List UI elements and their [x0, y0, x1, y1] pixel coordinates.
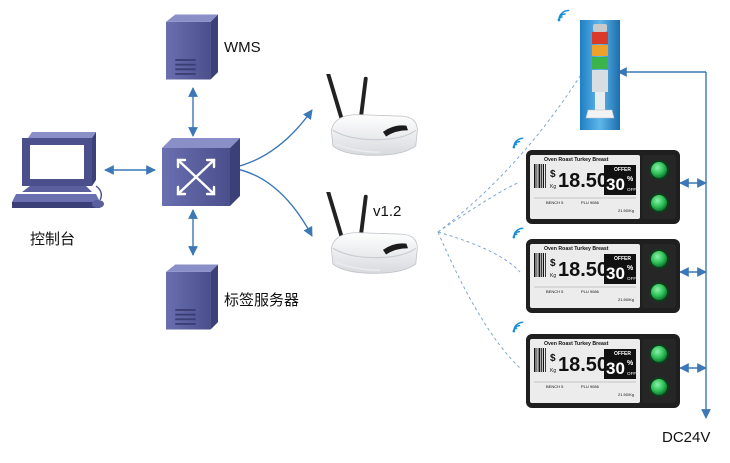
computer-icon [12, 132, 104, 208]
switch-router1-link [231, 109, 313, 169]
wms-server[interactable] [166, 14, 218, 80]
label-server-label: 标签服务器 [224, 292, 299, 309]
switch-router2-link [231, 167, 313, 237]
wifi-icon [557, 9, 570, 22]
router-version-label: v1.2 [373, 203, 401, 220]
power-label: DC24V [662, 429, 710, 446]
esl-display [526, 334, 680, 408]
esl-tag-2[interactable] [512, 227, 680, 313]
wireless-link-esl-3 [437, 231, 521, 369]
esl-display [526, 239, 680, 313]
console-label: 控制台 [30, 231, 75, 248]
server-icon [166, 264, 218, 330]
server-icon [166, 14, 218, 80]
esl-tag-3[interactable] [512, 321, 680, 408]
esl-tag-1[interactable] [512, 137, 680, 224]
router-1[interactable] [328, 74, 417, 155]
label-server[interactable] [166, 264, 218, 330]
wifi-icon [512, 227, 524, 239]
wireless-link-esl-2 [437, 231, 521, 273]
console-computer[interactable] [12, 132, 104, 208]
router-icon [328, 74, 417, 155]
wireless-link-tower [437, 72, 583, 233]
signal-tower[interactable] [557, 9, 620, 131]
wifi-icon [512, 137, 524, 149]
network-switch[interactable] [162, 138, 240, 206]
signal-tower-icon [580, 20, 620, 130]
wifi-icon [512, 321, 524, 333]
switch-icon [162, 138, 240, 206]
esl-display [526, 150, 680, 224]
connections [104, 67, 711, 419]
wireless-link-esl-1 [437, 181, 521, 233]
wms-label: WMS [224, 39, 261, 56]
